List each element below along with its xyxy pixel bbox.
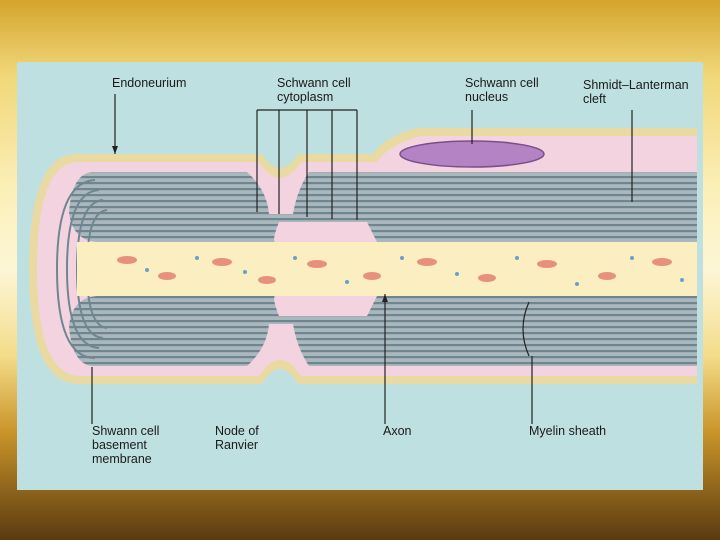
label-node-of-ranvier: Node of Ranvier	[215, 424, 259, 452]
label-endoneurium: Endoneurium	[112, 76, 186, 90]
label-schwann-cytoplasm: Schwann cell cytoplasm	[277, 76, 351, 104]
axon-core	[77, 242, 697, 296]
label-basement-membrane: Shwann cell basement membrane	[92, 424, 159, 466]
schwann-nucleus	[400, 141, 544, 167]
diagram-panel: Endoneurium Schwann cell cytoplasm Schwa…	[17, 62, 703, 490]
myelin-lamellae-upper	[69, 172, 697, 242]
label-axon: Axon	[383, 424, 412, 438]
label-schwann-nucleus: Schwann cell nucleus	[465, 76, 539, 104]
label-myelin-sheath: Myelin sheath	[529, 424, 606, 438]
myelin-lamellae-lower	[69, 296, 697, 366]
label-shmidt-lanterman-cleft: Shmidt–Lanterman cleft	[583, 78, 689, 106]
